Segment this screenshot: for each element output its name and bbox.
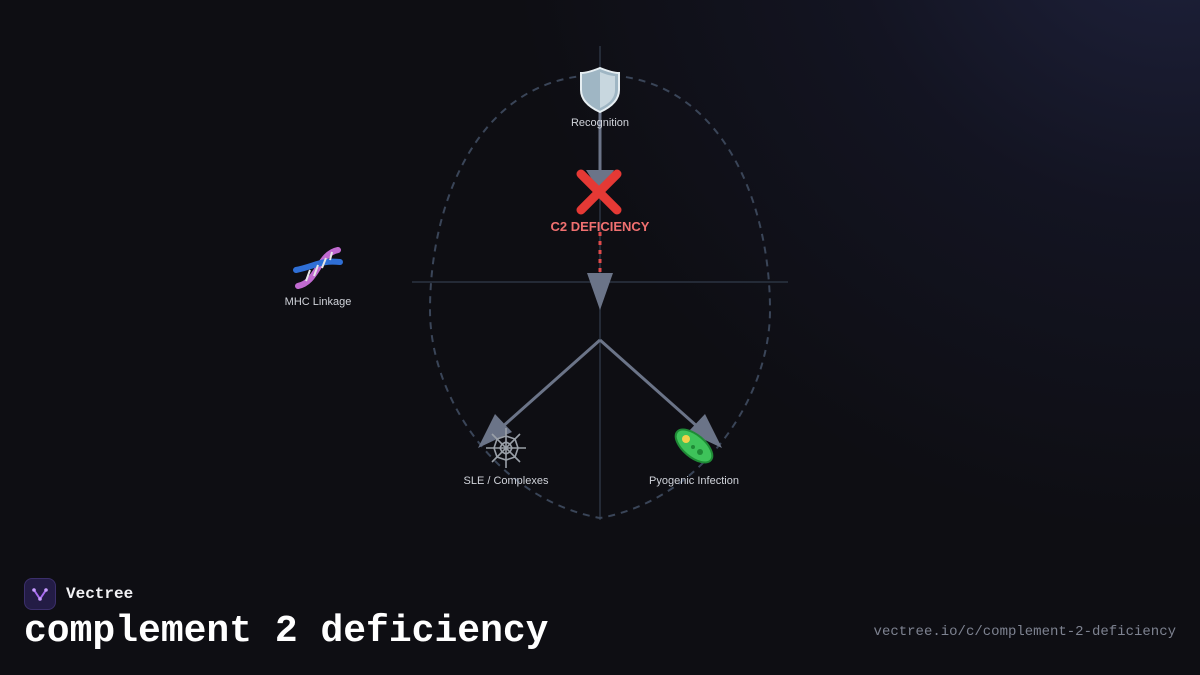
dna-icon — [293, 247, 343, 289]
edge-to-sle — [491, 338, 601, 438]
arrowhead-junction — [587, 273, 613, 310]
arrowhead-sle — [478, 414, 512, 448]
shield-icon — [580, 66, 620, 114]
web-icon — [486, 428, 526, 468]
brand: Vectree — [24, 577, 133, 611]
node-label-pyogenic-infection: Pyogenic Infection — [649, 475, 739, 487]
page-title: complement 2 deficiency — [24, 610, 549, 653]
arrowhead-pyogenic — [688, 414, 722, 448]
microbe-icon — [674, 428, 714, 464]
brand-name: Vectree — [66, 585, 134, 603]
vectree-logo-icon — [24, 578, 56, 610]
node-label-c2-deficiency: C2 DEFICIENCY — [550, 219, 650, 234]
shield-outline — [428, 73, 772, 520]
node-label-sle-complexes: SLE / Complexes — [463, 475, 549, 487]
node-label-mhc-linkage: MHC Linkage — [284, 296, 352, 308]
node-label-recognition: Recognition — [570, 117, 630, 129]
page-url[interactable]: vectree.io/c/complement-2-deficiency — [873, 624, 1176, 640]
arrowhead-c2 — [586, 170, 614, 192]
edge-to-pyogenic — [599, 338, 709, 438]
cross-mark-icon — [576, 169, 622, 215]
